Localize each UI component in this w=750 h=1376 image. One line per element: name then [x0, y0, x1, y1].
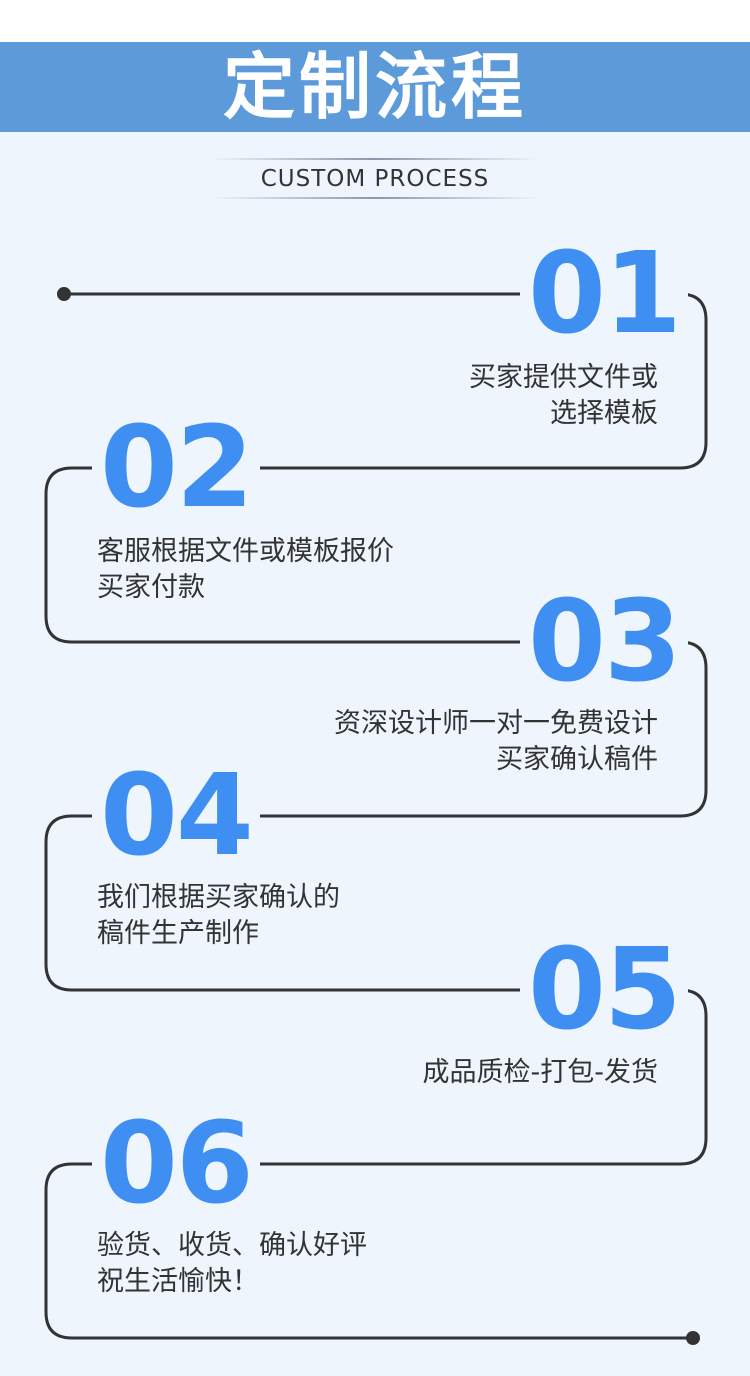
step-03-line-1: 资深设计师一对一免费设计 [334, 708, 658, 739]
step-number-03: 03 [520, 586, 688, 698]
step-06-line-2: 祝生活愉快！ [97, 1266, 259, 1297]
step-text-04: 我们根据买家确认的 稿件生产制作 [97, 880, 340, 952]
title-banner: 定制流程 [0, 42, 750, 132]
step-04-line-2: 稿件生产制作 [97, 918, 259, 949]
step-03-line-2: 买家确认稿件 [496, 744, 658, 775]
step-01-line-2: 选择模板 [550, 398, 658, 429]
step-text-01: 买家提供文件或 选择模板 [469, 360, 658, 432]
step-number-06: 06 [92, 1108, 260, 1220]
subtitle-block: CUSTOM PROCESS [210, 158, 540, 200]
step-04-line-1: 我们根据买家确认的 [97, 882, 340, 913]
page-subtitle: CUSTOM PROCESS [260, 166, 490, 192]
flow-start-dot [57, 287, 71, 301]
top-white-strip [0, 0, 750, 42]
step-text-06: 验货、收货、确认好评 祝生活愉快！ [97, 1228, 367, 1300]
flow-end-dot [686, 1331, 700, 1345]
step-05-line-1: 成品质检-打包-发货 [422, 1057, 659, 1088]
step-text-05: 成品质检-打包-发货 [423, 1055, 659, 1091]
page-title: 定制流程 [222, 45, 527, 129]
step-text-03: 资深设计师一对一免费设计 买家确认稿件 [334, 706, 658, 778]
step-number-01: 01 [520, 238, 688, 350]
step-number-02: 02 [92, 412, 260, 524]
step-text-02: 客服根据文件或模板报价 买家付款 [97, 534, 394, 606]
step-number-04: 04 [92, 760, 260, 872]
subtitle-divider-bottom [210, 197, 540, 199]
step-02-line-2: 买家付款 [97, 572, 205, 603]
step-02-line-1: 客服根据文件或模板报价 [97, 536, 394, 567]
step-01-line-1: 买家提供文件或 [469, 362, 658, 393]
subtitle-divider-top [210, 158, 540, 160]
step-number-05: 05 [520, 934, 688, 1046]
step-06-line-1: 验货、收货、确认好评 [97, 1230, 367, 1261]
